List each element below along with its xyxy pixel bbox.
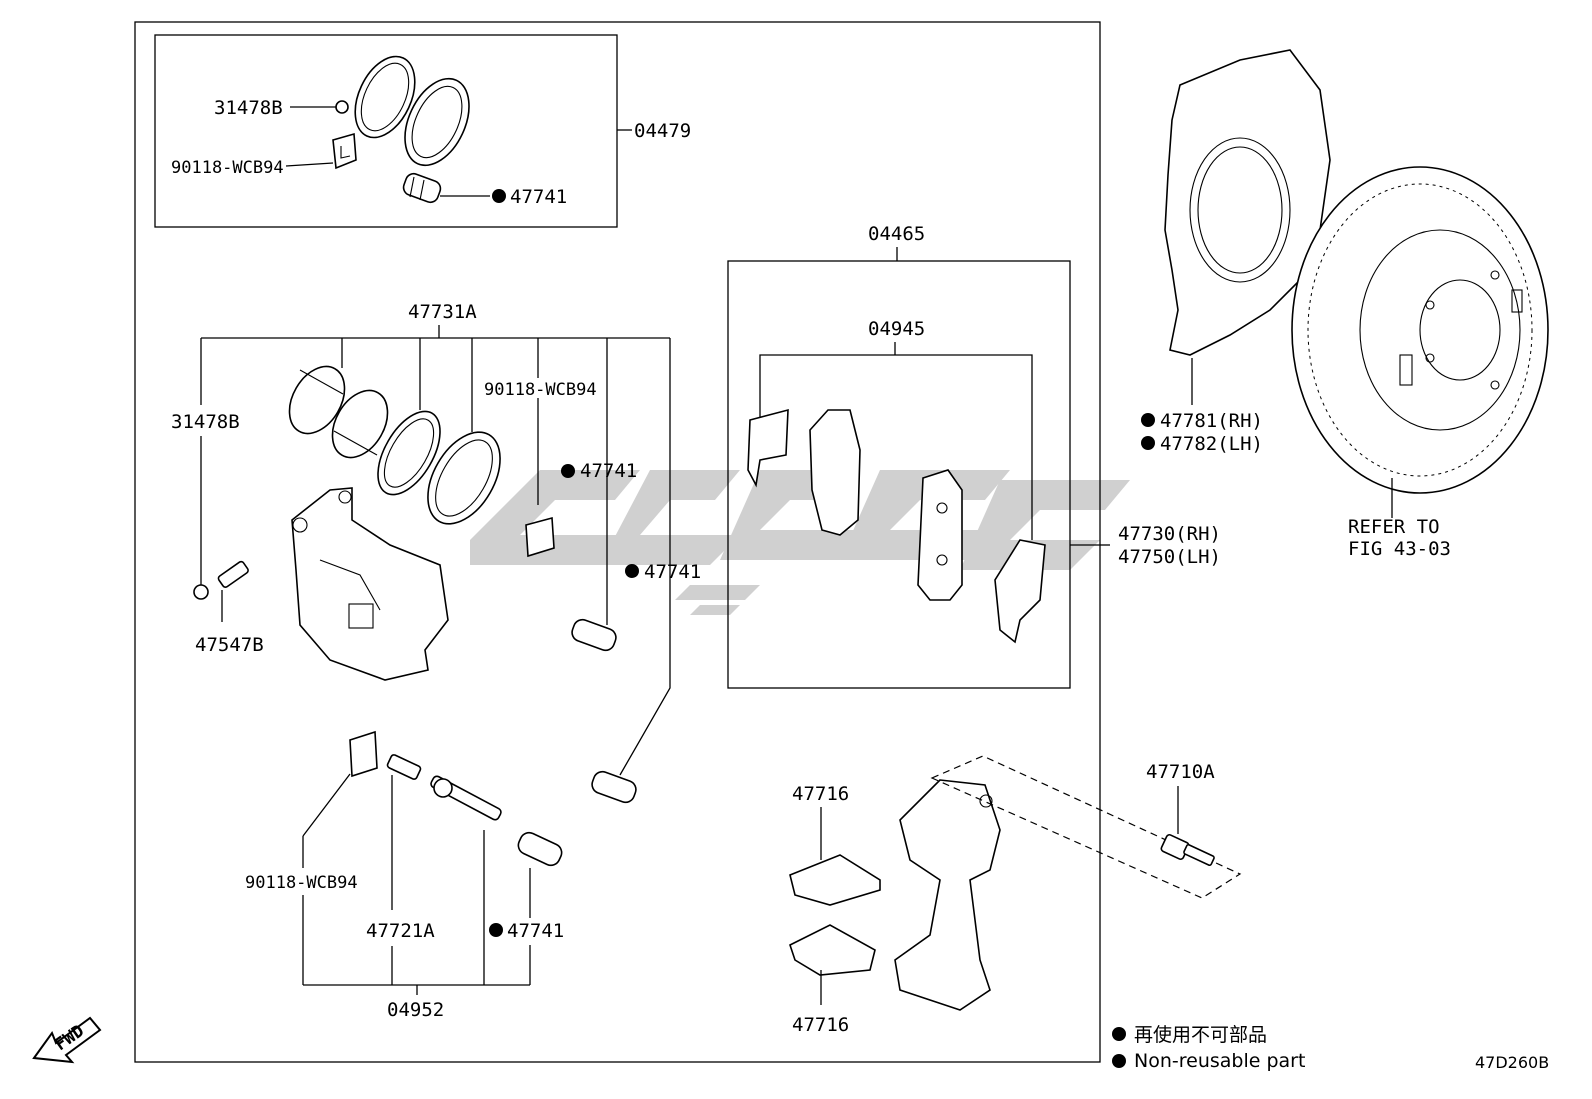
legend-non-reusable-en: Non-reusable part: [1112, 1050, 1305, 1072]
legend-jp-text: 再使用不可部品: [1134, 1024, 1268, 1046]
cyl-grease-icon: [525, 516, 555, 558]
pad-kit-box: [727, 260, 1071, 689]
label-31478b-cyl: 31478B: [171, 411, 240, 433]
label-refer-to: REFER TO: [1348, 516, 1440, 538]
seal-ring-small: [354, 55, 416, 139]
brake-disc-icon: [1291, 166, 1549, 494]
slide-boot-icon: [517, 831, 563, 867]
label-47721a: 47721A: [366, 920, 435, 942]
bolt-icon: [1160, 833, 1215, 867]
spring-upper-icon: [789, 854, 881, 906]
label-47547b: 47547B: [195, 634, 264, 656]
boot-icon: [402, 172, 442, 204]
label-90118-cyl: 90118-WCB94: [484, 380, 597, 400]
caliper-body-icon: [291, 487, 449, 681]
grease-pack-icon: [332, 132, 357, 170]
label-90118-kit: 90118-WCB94: [171, 158, 284, 178]
pad-outer: [917, 469, 963, 601]
label-47741-slide: 47741: [507, 920, 564, 942]
label-04952: 04952: [387, 999, 444, 1021]
label-47716-upper: 47716: [792, 783, 849, 805]
seal-cap-icon: [335, 100, 349, 114]
slide-bolt-icon: [386, 754, 422, 910]
slide-pin-icon: [430, 775, 502, 821]
caliper-bracket-icon: [894, 779, 1001, 1011]
pad-inner: [809, 409, 861, 536]
label-04945: 04945: [868, 318, 925, 340]
shim-outer: [994, 539, 1046, 644]
figure-code: 47D260B: [1475, 1053, 1550, 1072]
non-reusable-dot-icon: [1112, 1054, 1126, 1068]
label-47731a: 47731A: [408, 301, 477, 323]
cyl-boot-a-icon: [571, 618, 617, 652]
dust-shield-icon: [1164, 49, 1331, 356]
label-47750-lh: 47750(LH): [1118, 546, 1221, 568]
label-04465: 04465: [868, 223, 925, 245]
piston-icon: [288, 365, 389, 459]
label-47741-cyl-b: 47741: [644, 561, 701, 583]
cyl-boot-ring: [427, 431, 501, 525]
label-47710a: 47710A: [1146, 761, 1215, 783]
label-47716-lower: 47716: [792, 1014, 849, 1036]
legend-non-reusable-jp: 再使用不可部品: [1112, 1020, 1267, 1047]
non-reusable-dot-icon: [1112, 1026, 1126, 1041]
label-47781-rh: 47781(RH): [1160, 410, 1263, 432]
label-47782-lh: 47782(LH): [1160, 433, 1263, 455]
seal-ring-large: [404, 77, 470, 167]
seal-kit-box: [154, 34, 618, 228]
label-47741-kit: 47741: [510, 186, 567, 208]
label-refer-fig: FIG 43-03: [1348, 538, 1451, 560]
cyl-seal-ring: [377, 410, 441, 496]
label-90118-slide: 90118-WCB94: [245, 873, 358, 893]
spring-lower-icon: [789, 924, 876, 976]
fwd-arrow-icon: FWD: [32, 1016, 102, 1064]
main-frame: [134, 21, 1101, 1063]
label-47741-cyl-a: 47741: [580, 460, 637, 482]
slide-grease-icon: [349, 730, 378, 778]
bleeder-cap-icon: [193, 584, 209, 600]
legend-en-text: Non-reusable part: [1134, 1050, 1306, 1072]
bleeder-screw-icon: [217, 560, 249, 588]
cyl-boot-b-icon: [591, 770, 637, 804]
shim-inner: [747, 408, 789, 488]
label-31478b-kit: 31478B: [214, 97, 283, 119]
label-04479: 04479: [634, 120, 691, 142]
label-47730-rh: 47730(RH): [1118, 523, 1221, 545]
